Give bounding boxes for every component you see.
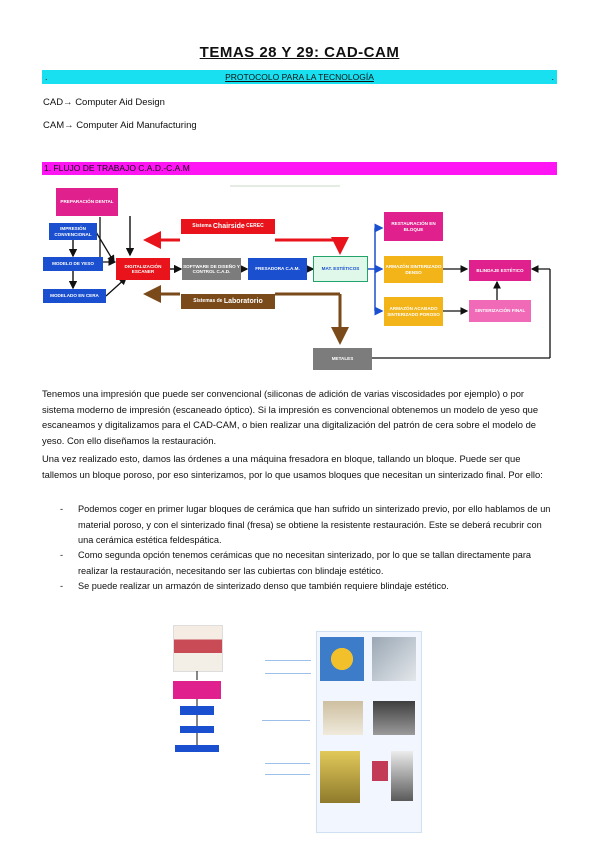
label-chairside: Sistema Chairside CEREC [181,219,275,234]
figure-label-lines [265,763,310,775]
chairside-main: Chairside [212,222,245,230]
box-digitalizacion: DIGITALIZACIÓN ESCANER [116,258,170,280]
figure-label-lines [262,716,310,721]
scanner-photo [372,637,416,681]
bullet-text: Se puede realizar un armazón de sinteriz… [78,581,449,591]
chairside-pre: Sistema [192,222,212,229]
teeth-photo [173,625,223,672]
box-preparacion-dental: PREPARACIÓN DENTAL [56,188,118,216]
page-title: TEMAS 28 Y 29: CAD-CAM [199,44,400,61]
box-software-cad: SOFTWARE DE DISEÑO Y CONTROL C.A.D. [182,258,241,280]
figure-label-lines [265,660,311,674]
figure-pink-box [173,681,221,699]
bullet-text: Podemos coger en primer lugar bloques de… [78,504,551,545]
bullet-text: Como segunda opción tenemos cerámicas qu… [78,550,532,576]
box-sinterizacion-final: SINTERIZACIÓN FINAL [469,300,531,322]
bullet-dash: - [60,581,64,591]
paragraph-fresado: Una vez realizado esto, damos las órdene… [42,453,543,480]
bullet-dash: - [60,504,64,514]
box-modelo-yeso: MODELO DE YESO [43,257,103,271]
figure-blue-box [180,706,214,715]
section-heading-flujo: 1. FLUJO DE TRABAJO C.A.D.-C.A.M [42,162,557,175]
milling-machine-photo [373,701,415,735]
milling-block-photo [323,701,363,735]
definition-cam: CAM→ Computer Aid Manufacturing [43,120,197,131]
definition-cad: CAD→ Computer Aid Design [43,97,165,108]
banner-dot-left: . [45,72,48,82]
banner-dot-right: . [551,72,554,82]
furnace-photo-1 [372,761,388,781]
label-laboratorio: Sistemas de Laboratorio [181,294,275,309]
paragraph-impresion: Tenemos una impresión que puede ser conv… [42,388,539,446]
box-restauracion-bloque: RESTAURACIÓN EN BLOQUE [384,212,443,241]
lab-pre: Sistemas de [193,297,223,304]
figure-arrows [196,671,198,745]
chairside-post: CEREC [246,222,264,229]
crowns-photo [320,751,360,803]
box-blindaje-estetico: BLINDAJE ESTÉTICO [469,260,531,281]
box-armazon-poroso: ARMAZÓN ACABADO SINTERIZADO POROSO [384,297,443,326]
box-impresion-convencional: IMPRESIÓN CONVENCIONAL [49,223,97,240]
box-fresadora-cam: FRESADORA C.A.M. [248,258,307,280]
figure-blue-box [180,726,214,733]
dental-workflow-figure [170,623,442,833]
box-modelado-cera: MODELADO EN CERA [43,289,106,303]
cad-screen-image [320,637,364,681]
furnace-photo-2 [391,751,413,801]
box-metales: METALES [313,348,372,370]
lab-main: Laboratorio [223,297,263,305]
figure-blue-box [175,745,219,752]
bullet-dash: - [60,550,64,560]
box-armazon-denso: ARMAZÓN SINTERIZADO DENSO [384,256,443,283]
box-mat-esteticos: MAT. ESTÉTICOS [313,256,368,282]
protocol-banner: . PROTOCOLO PARA LA TECNOLOGÍA . [42,70,557,84]
protocol-banner-text: PROTOCOLO PARA LA TECNOLOGÍA [225,72,374,82]
